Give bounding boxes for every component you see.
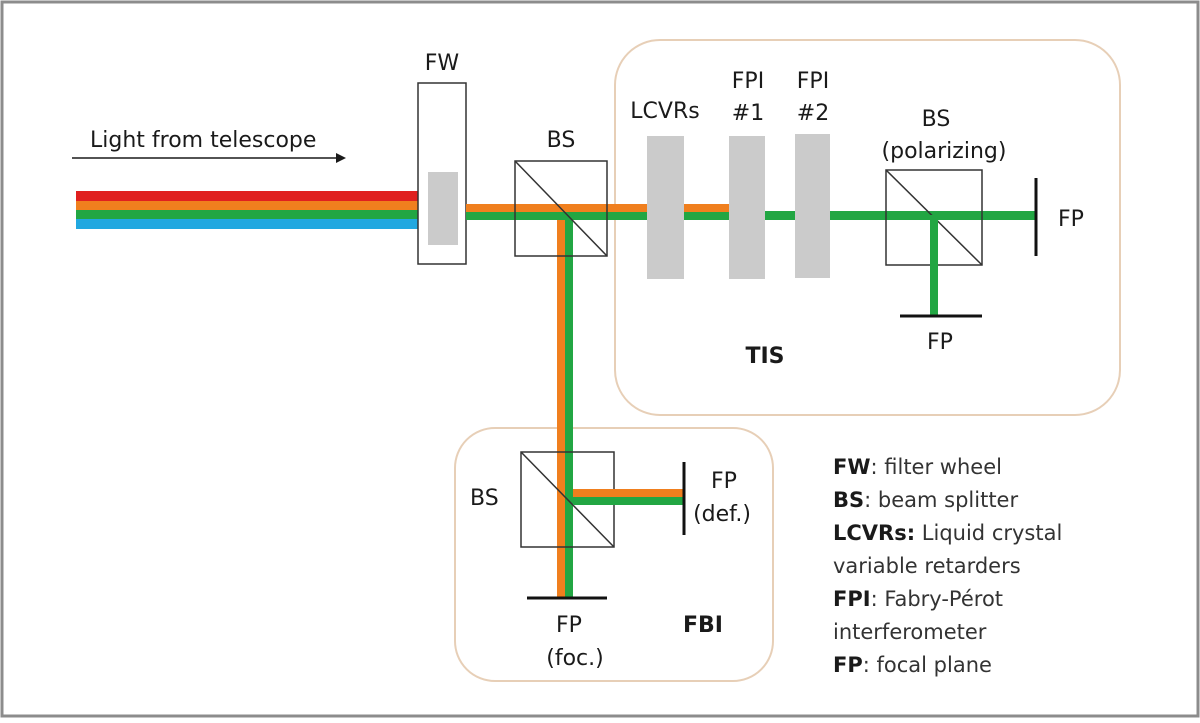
fbi-box — [454, 427, 774, 682]
fp-bottom-label: FP — [927, 330, 953, 355]
beam-tis-green — [730, 211, 1035, 220]
fbi-label: FBI — [683, 613, 723, 638]
fpi-1-label-line1: FPI — [732, 69, 764, 94]
beam-splitter-main — [514, 160, 608, 257]
beam-bs-tis-orange — [515, 204, 730, 212]
fpi-2-element — [795, 134, 830, 278]
beam-splitter-main-diagonal — [514, 160, 608, 257]
beam-fw-bs-green — [466, 212, 515, 220]
fpi-2-label-line1: FPI — [797, 69, 829, 94]
beam-down-green — [565, 220, 573, 598]
legend-entry: interferometer — [833, 620, 987, 644]
beam-red — [76, 191, 418, 201]
beam-def-orange — [573, 489, 684, 497]
beam-bs-tis-green — [515, 212, 730, 220]
legend-entry: FP: focal plane — [833, 653, 992, 677]
fw-label: FW — [425, 51, 460, 76]
fpi-1-element — [729, 136, 765, 279]
fpi-1-label-line2: #1 — [732, 101, 764, 126]
beam-pol-down-green — [930, 215, 938, 315]
legend-entry: FPI: Fabry-Pérot — [833, 587, 1003, 611]
fp-def-label-line1: FP — [711, 469, 737, 494]
tis-box — [614, 39, 1121, 416]
filter-wheel-filter — [428, 172, 458, 245]
beam-def-green — [573, 497, 684, 505]
fpi-2-label-line2: #2 — [797, 101, 829, 126]
legend: FW: filter wheel BS: beam splitter LCVRs… — [833, 455, 1062, 677]
fp-right-label: FP — [1058, 207, 1084, 232]
fp-foc-label-line1: FP — [556, 613, 582, 638]
fp-def-label-line2: (def.) — [693, 502, 751, 527]
bs-polarizing-label-line1: BS — [922, 107, 951, 132]
lcvrs-element — [647, 136, 684, 279]
lcvrs-label: LCVRs — [630, 99, 699, 124]
legend-entry: LCVRs: Liquid crystal — [833, 521, 1062, 545]
beam-down-orange — [557, 220, 565, 598]
beam-splitter-fbi-diagonal — [520, 451, 615, 548]
bs-fbi-label: BS — [470, 486, 499, 511]
beam-green — [76, 210, 418, 219]
legend-entry: variable retarders — [833, 554, 1021, 578]
beam-blue — [76, 219, 418, 229]
input-label: Light from telescope — [90, 128, 316, 153]
bs-polarizing-label-line2: (polarizing) — [882, 139, 1007, 164]
input-arrow-head — [336, 153, 346, 163]
tis-label: TIS — [745, 344, 784, 369]
legend-entry: FW: filter wheel — [833, 455, 1002, 479]
bs-main-label: BS — [547, 128, 576, 153]
beam-orange — [76, 201, 418, 210]
beam-fw-bs-orange — [466, 204, 515, 212]
legend-entry: BS: beam splitter — [833, 488, 1018, 512]
fp-foc-label-line2: (foc.) — [546, 646, 603, 671]
